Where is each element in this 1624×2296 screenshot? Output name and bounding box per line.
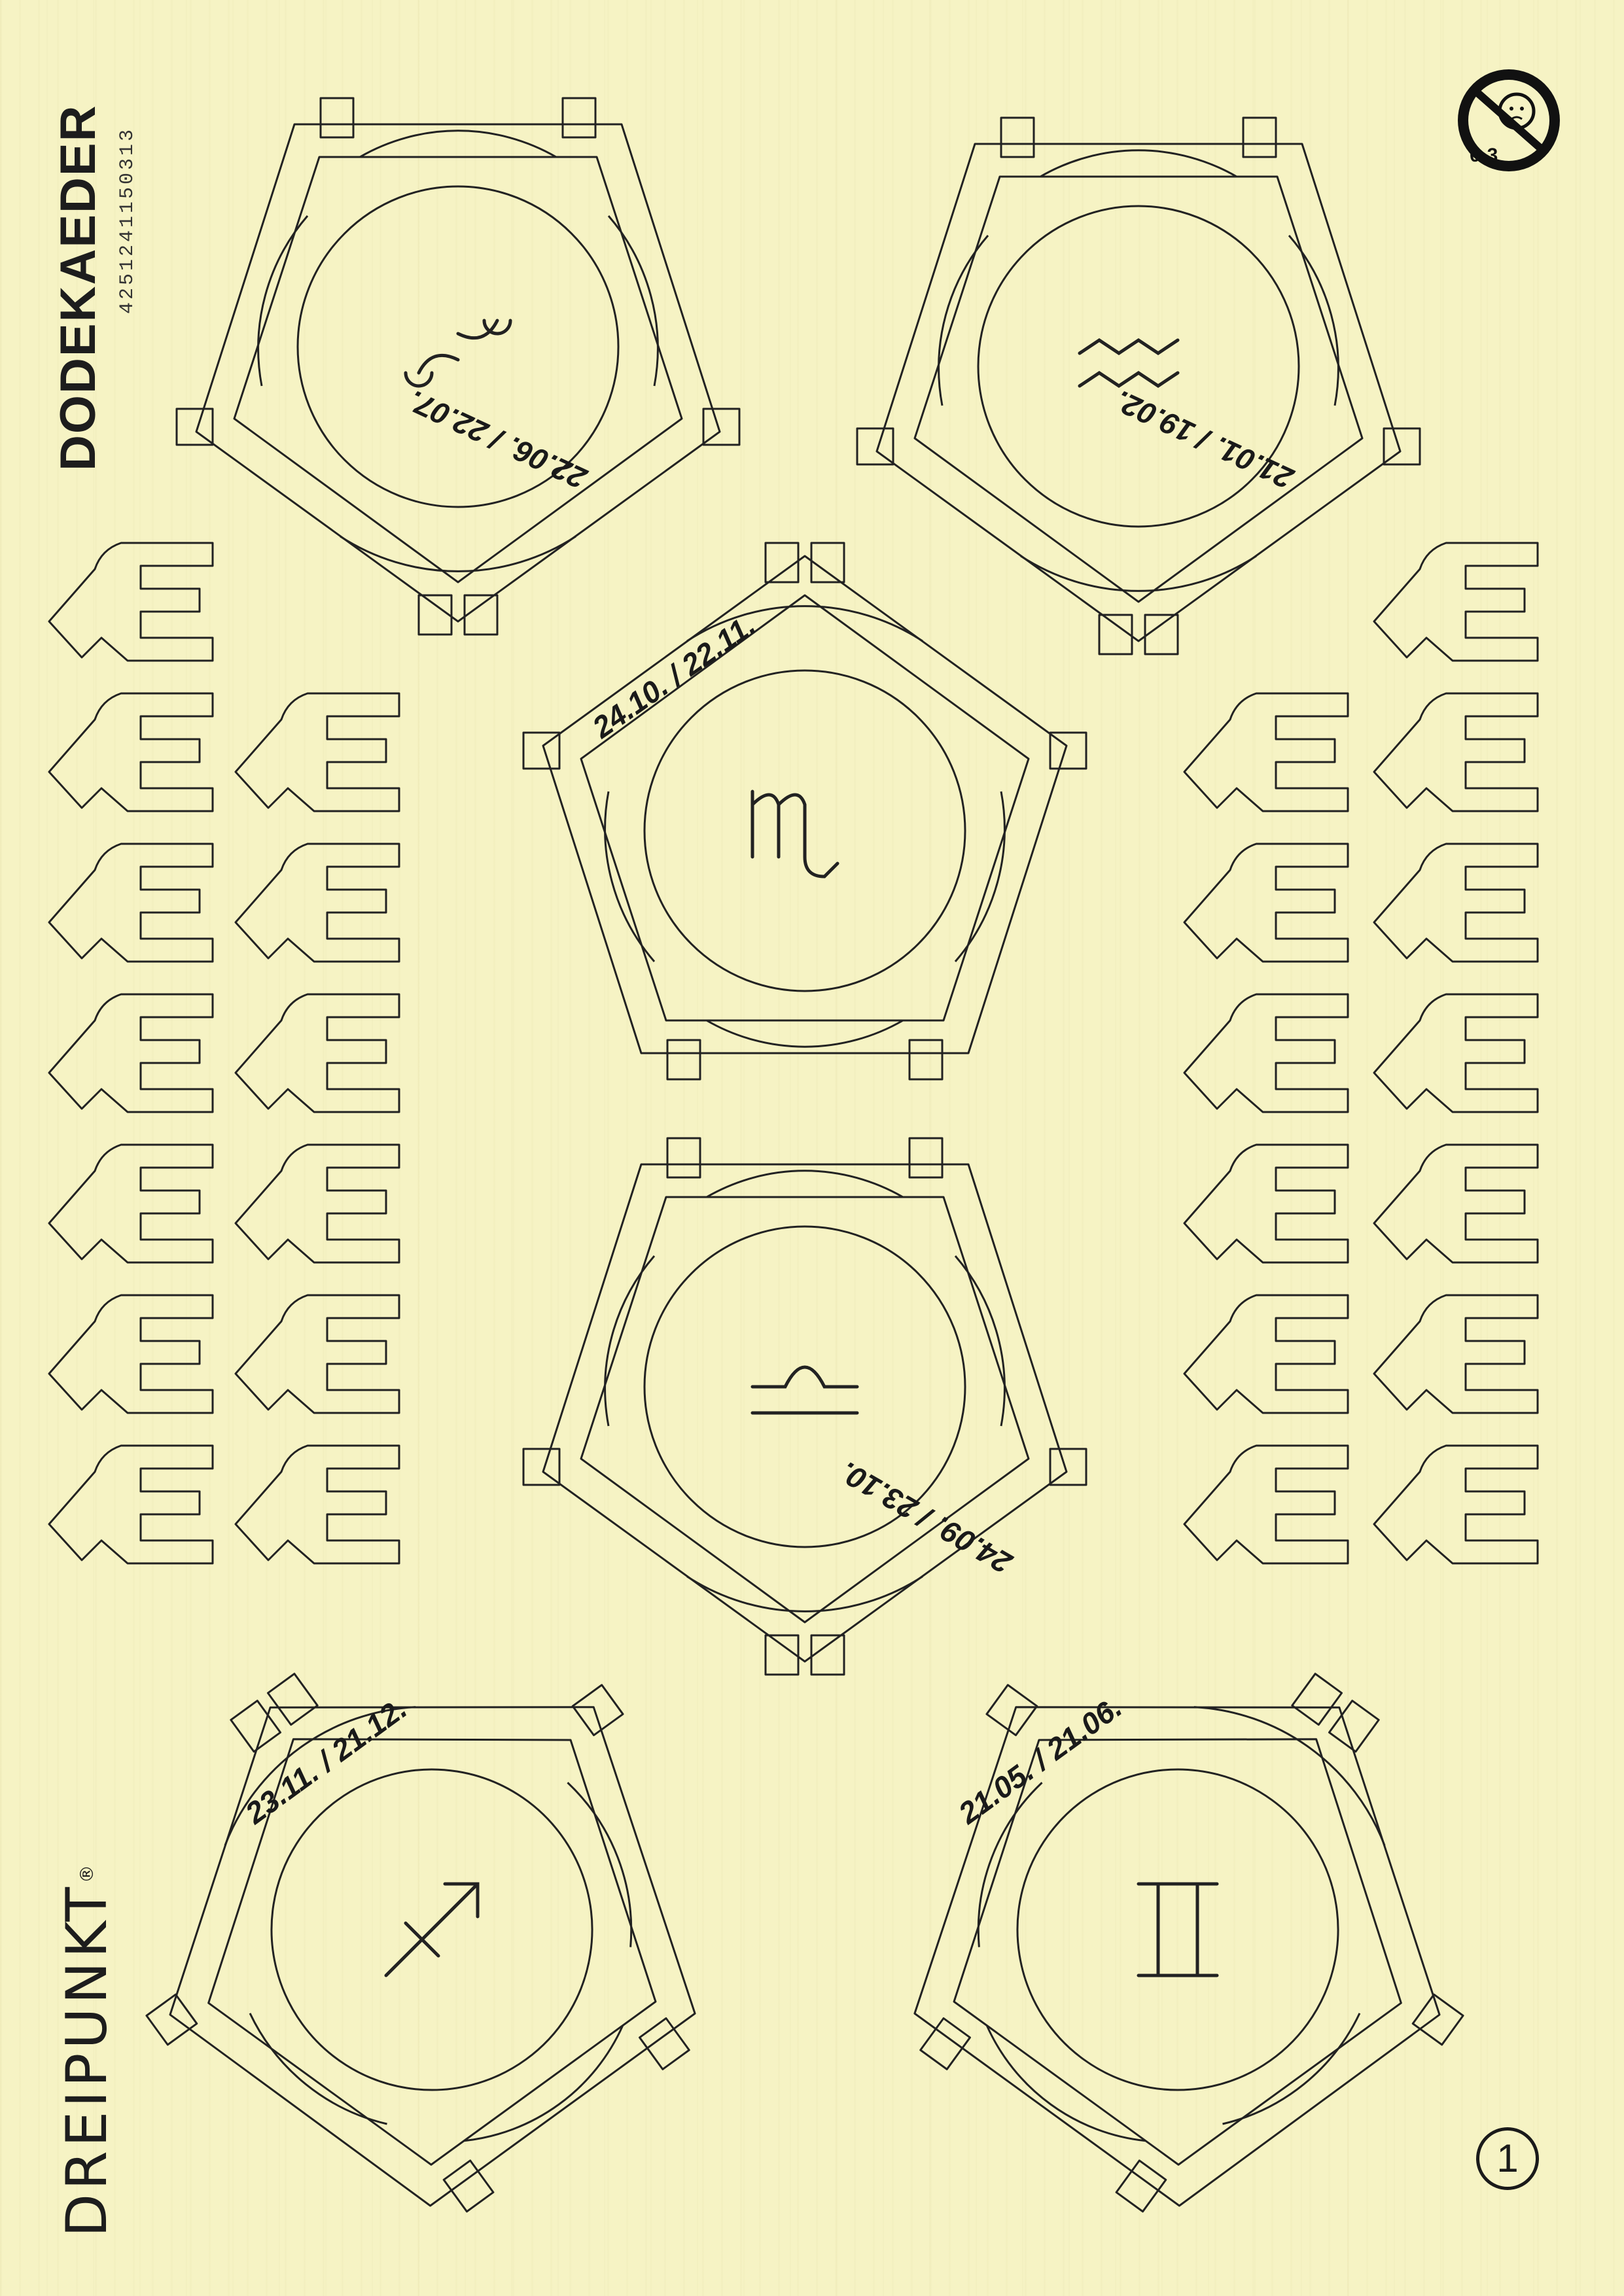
product-title: DODEKAEDER (50, 104, 106, 472)
date-label-aquarius: 21.01. / 19.02. (1110, 384, 1299, 496)
connector-clip-icon (1183, 993, 1349, 1113)
connector-clip-icon (1373, 1294, 1539, 1414)
date-label-gemini: 21.05. / 21.06. (952, 1690, 1128, 1831)
connector-clip-icon (234, 692, 400, 812)
connector-clip-icon (1373, 993, 1539, 1113)
connector-clip-icon (1373, 843, 1539, 963)
brand-logo: DREIPUNKT® (51, 1465, 123, 2237)
panel-gemini (803, 1530, 1576, 2296)
connector-clip-icon (1373, 542, 1539, 662)
brand-name: DREIPUNKT (54, 1883, 120, 2237)
panel-libra (522, 1137, 1087, 1676)
product-code: 4251241150313 (116, 126, 139, 314)
panel-cancer (175, 97, 741, 636)
connector-clip-icon (234, 1294, 400, 1414)
scorpio-icon (750, 790, 839, 878)
connector-clip-icon (1183, 1444, 1349, 1565)
date-label-scorpio: 24.10. / 22.11. (586, 608, 762, 745)
connector-clip-icon (1373, 1143, 1539, 1264)
age-warning-label: 0-3 (1470, 145, 1498, 166)
connector-clip-icon (1183, 843, 1349, 963)
brand-mark: ® (76, 1860, 97, 1883)
panel-aquarius (856, 116, 1421, 655)
page-number: 1 (1476, 2127, 1539, 2190)
connector-clip-icon (48, 843, 214, 963)
date-label-libra: 24.09. / 23.10. (834, 1455, 1018, 1581)
libra-icon (750, 1365, 859, 1415)
aquarius-icon (1078, 338, 1180, 389)
connector-clip-icon (234, 1444, 400, 1565)
no-small-children-icon (1458, 69, 1560, 171)
connector-clip-icon (1183, 692, 1349, 812)
connector-clip-icon (48, 1294, 214, 1414)
panel-sagittarius (33, 1530, 807, 2296)
connector-clip-icon (48, 542, 214, 662)
connector-clip-icon (48, 1143, 214, 1264)
date-label-cancer: 22.06. / 22.07. (403, 384, 592, 496)
connector-clip-icon (234, 1143, 400, 1264)
cancer-icon (404, 319, 512, 388)
connector-clip-icon (48, 993, 214, 1113)
connector-clip-icon (1183, 1143, 1349, 1264)
connector-clip-icon (234, 993, 400, 1113)
connector-clip-icon (48, 692, 214, 812)
connector-clip-icon (1373, 692, 1539, 812)
connector-clip-icon (234, 843, 400, 963)
connector-clip-icon (1183, 1294, 1349, 1414)
sagittarius-icon (384, 1882, 480, 1977)
connector-clip-icon (1373, 1444, 1539, 1565)
gemini-icon (1137, 1882, 1219, 1977)
